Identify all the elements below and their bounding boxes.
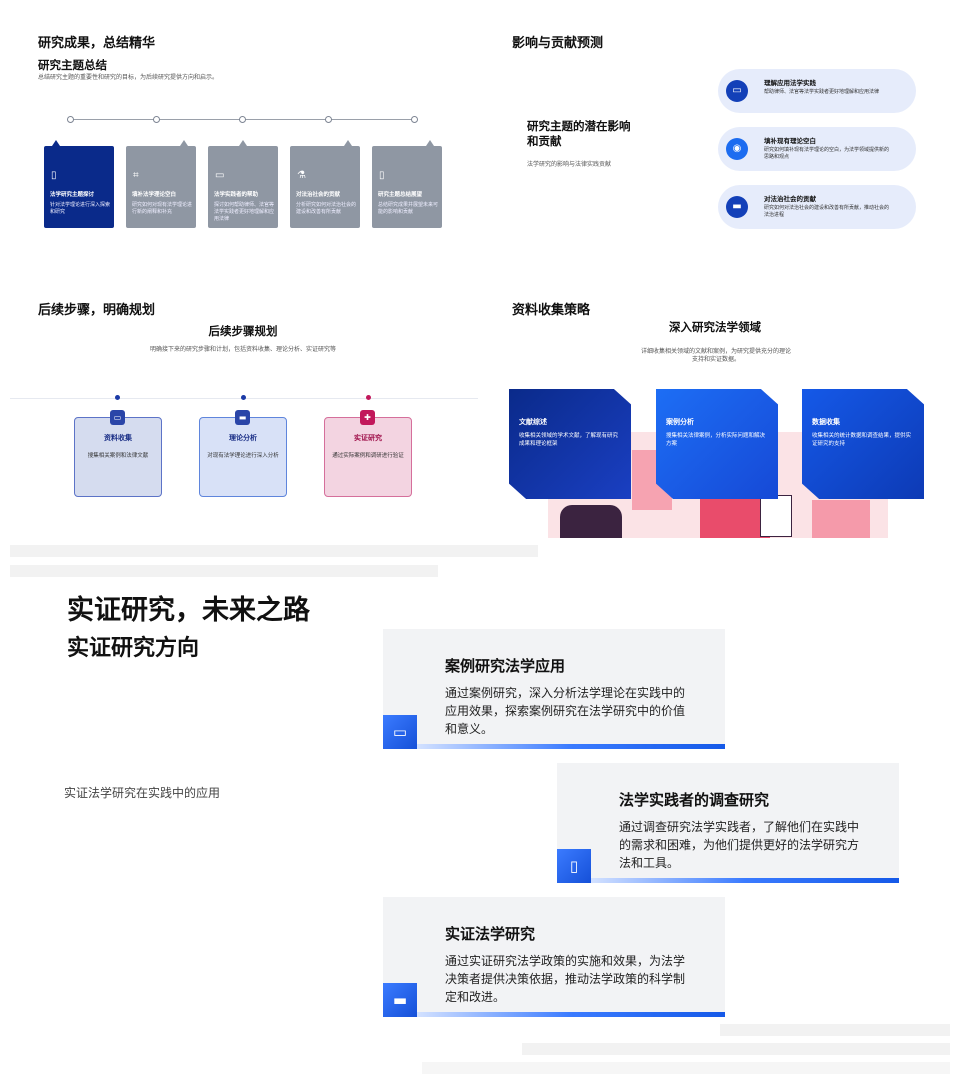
impact-item: ▭ 理解应用法学实践 帮助律师、法官等法学实践者更好地理解和应用法律 bbox=[718, 69, 916, 113]
step-title: 理论分析 bbox=[229, 434, 257, 442]
step-desc: 搜集相关案例和法律文献 bbox=[87, 453, 149, 459]
panel3-header: 后续步骤，明确规划 bbox=[38, 303, 156, 318]
network-icon: ⌗ bbox=[133, 170, 139, 181]
timeline-dot bbox=[325, 116, 332, 123]
step-dot bbox=[366, 395, 371, 400]
strategy-card-desc: 收集相关的统计数据和调查结果，提供实证研究的支持 bbox=[812, 433, 912, 447]
panel4-header: 资料收集策略 bbox=[512, 303, 591, 318]
step-card: ▭ 资料收集 搜集相关案例和法律文献 bbox=[74, 410, 162, 497]
document-icon: ▯ bbox=[379, 170, 385, 181]
placeholder-bar bbox=[522, 1043, 950, 1055]
impact-item-desc: 研究如何对法治社会的建设和改善有所贡献，推动社会的法治进程 bbox=[764, 205, 890, 218]
timeline-dot bbox=[153, 116, 160, 123]
research-card-desc: 通过实证研究法学政策的实施和效果，为法学决策者提供决策依据，推动法学政策的科学制… bbox=[445, 954, 686, 1004]
step-card: ▬ 理论分析 对现有法学理论进行深入分析 bbox=[199, 410, 287, 497]
accent-bar bbox=[590, 878, 899, 883]
impact-item-title: 填补现有理论空白 bbox=[764, 137, 816, 145]
result-card-title: 填补法学理论空白 bbox=[132, 192, 177, 198]
result-card-desc: 总结研究成果并展望未来可能的影响和贡献 bbox=[378, 202, 439, 215]
panel5-desc: 实证法学研究在实践中的应用 bbox=[64, 786, 221, 800]
result-card-desc: 分析研究如何对法治社会的建设和改善有所贡献 bbox=[296, 202, 357, 215]
sofa-icon: ▬ bbox=[235, 410, 250, 425]
step-dot bbox=[241, 395, 246, 400]
research-card-title: 案例研究法学应用 bbox=[445, 657, 566, 675]
impact-item: ▬ 对法治社会的贡献 研究如何对法治社会的建设和改善有所贡献，推动社会的法治进程 bbox=[718, 185, 916, 229]
impact-item-title: 理解应用法学实践 bbox=[764, 79, 816, 87]
accent-bar bbox=[416, 744, 725, 749]
image-icon: ▭ bbox=[383, 715, 417, 749]
panel3-desc: 明确接下来的研究步骤和计划，包括资料收集、理论分析、实证研究等 bbox=[149, 346, 336, 353]
research-card-title: 法学实践者的调查研究 bbox=[619, 791, 770, 809]
panel2-desc: 法学研究的影响与法律实践贡献 bbox=[527, 161, 612, 168]
step-card: ✚ 实证研究 通过实际案例和调研进行验证 bbox=[324, 410, 412, 497]
result-card-desc: 研究如何对现有法学理论进行新的阐释和补充 bbox=[132, 202, 193, 215]
placeholder-bar bbox=[10, 545, 538, 557]
timeline-dot bbox=[411, 116, 418, 123]
panel2-header: 影响与贡献预测 bbox=[512, 36, 604, 51]
research-card-desc: 通过案例研究，深入分析法学理论在实践中的应用效果，探索案例研究在法学研究中的价值… bbox=[445, 686, 686, 736]
result-card-title: 法学研究主题探讨 bbox=[50, 192, 95, 198]
panel1-desc: 总结研究主题的重要性和研究的目标，为后续研究提供方向和启示。 bbox=[38, 74, 219, 81]
document-icon: ▯ bbox=[557, 849, 591, 883]
panel1-subtitle: 研究主题总结 bbox=[38, 58, 107, 72]
image-icon: ▭ bbox=[726, 80, 748, 102]
target-icon: ◉ bbox=[726, 138, 748, 160]
sofa-icon: ▬ bbox=[383, 983, 417, 1017]
panel3-subtitle: 后续步骤规划 bbox=[208, 324, 278, 338]
result-card: ⌗ 填补法学理论空白 研究如何对现有法学理论进行新的阐释和补充 bbox=[126, 140, 196, 228]
research-card: 案例研究法学应用 通过案例研究，深入分析法学理论在实践中的应用效果，探索案例研究… bbox=[383, 629, 725, 749]
illustration-shape bbox=[812, 500, 870, 538]
strategy-card-title: 文献综述 bbox=[519, 418, 547, 426]
impact-item: ◉ 填补现有理论空白 研究如何填补现有法学理论的空白，为法学领域提供新的思路和观… bbox=[718, 127, 916, 171]
step-desc: 通过实际案例和调研进行验证 bbox=[332, 453, 404, 459]
step-title: 实证研究 bbox=[354, 434, 382, 442]
illustration-figure bbox=[560, 505, 622, 538]
strategy-card: 文献综述 收集相关领域的学术文献，了解现有研究成果和理论框架 bbox=[509, 389, 631, 499]
panel4-subtitle: 深入研究法学领域 bbox=[669, 320, 761, 334]
result-card-desc: 针对法学理论进行深入探索和研究 bbox=[50, 202, 111, 215]
impact-item-desc: 研究如何填补现有法学理论的空白，为法学领域提供新的思路和观点 bbox=[764, 147, 890, 160]
result-card: ▭ 法学实践者的帮助 探讨如何帮助律师、法官等法学实践者更好地理解和应用法律 bbox=[208, 140, 278, 228]
timeline-dot bbox=[67, 116, 74, 123]
accent-bar bbox=[416, 1012, 725, 1017]
result-card-title: 对法治社会的贡献 bbox=[296, 192, 341, 198]
impact-item-desc: 帮助律师、法官等法学实践者更好地理解和应用法律 bbox=[764, 89, 880, 95]
placeholder-bar bbox=[720, 1024, 950, 1036]
puzzle-icon: ✚ bbox=[360, 410, 375, 425]
research-card-title: 实证法学研究 bbox=[445, 925, 536, 943]
step-desc: 对现有法学理论进行深入分析 bbox=[207, 453, 279, 459]
panel2-subtitle: 研究主题的潜在影响和贡献 bbox=[527, 119, 631, 148]
flask-icon: ⚗ bbox=[297, 170, 306, 181]
panel4-desc: 详细收集相关领域的文献和案例，为研究提供充分的理论支持和实证数据。 bbox=[640, 348, 791, 364]
research-card: 实证法学研究 通过实证研究法学政策的实施和效果，为法学决策者提供决策依据，推动法… bbox=[383, 897, 725, 1017]
strategy-card-title: 案例分析 bbox=[666, 418, 694, 426]
timeline-dot bbox=[239, 116, 246, 123]
panel5-subtitle: 实证研究方向 bbox=[67, 636, 200, 661]
placeholder-bar bbox=[10, 565, 438, 577]
strategy-card-desc: 收集相关领域的学术文献，了解现有研究成果和理论框架 bbox=[519, 433, 619, 447]
result-card-desc: 探讨如何帮助律师、法官等法学实践者更好地理解和应用法律 bbox=[214, 202, 275, 222]
result-card-title: 研究主题总结展望 bbox=[378, 192, 423, 198]
research-card: 法学实践者的调查研究 通过调查研究法学实践者，了解他们在实践中的需求和困难，为他… bbox=[557, 763, 899, 883]
document-icon: ▯ bbox=[51, 170, 57, 181]
research-card-desc: 通过调查研究法学实践者，了解他们在实践中的需求和困难，为他们提供更好的法学研究方… bbox=[619, 820, 860, 870]
image-icon: ▭ bbox=[110, 410, 125, 425]
placeholder-bar bbox=[422, 1062, 950, 1074]
strategy-card: 数据收集 收集相关的统计数据和调查结果，提供实证研究的支持 bbox=[802, 389, 924, 499]
strategy-card-desc: 搜集相关法律案例，分析实际问题和解决方案 bbox=[666, 433, 766, 447]
sofa-icon: ▬ bbox=[726, 196, 748, 218]
illustration-paper bbox=[760, 495, 792, 537]
panel5-header: 实证研究，未来之路 bbox=[67, 595, 310, 626]
panel1-header: 研究成果，总结精华 bbox=[38, 36, 156, 51]
result-card: ▯ 研究主题总结展望 总结研究成果并展望未来可能的影响和贡献 bbox=[372, 140, 442, 228]
image-icon: ▭ bbox=[215, 170, 225, 181]
result-card-title: 法学实践者的帮助 bbox=[214, 192, 259, 198]
result-card: ▯ 法学研究主题探讨 针对法学理论进行深入探索和研究 bbox=[44, 140, 114, 228]
strategy-card-title: 数据收集 bbox=[812, 418, 840, 426]
step-title: 资料收集 bbox=[104, 434, 132, 442]
step-dot bbox=[115, 395, 120, 400]
impact-item-title: 对法治社会的贡献 bbox=[764, 195, 816, 203]
result-card: ⚗ 对法治社会的贡献 分析研究如何对法治社会的建设和改善有所贡献 bbox=[290, 140, 360, 228]
strategy-card: 案例分析 搜集相关法律案例，分析实际问题和解决方案 bbox=[656, 389, 778, 499]
